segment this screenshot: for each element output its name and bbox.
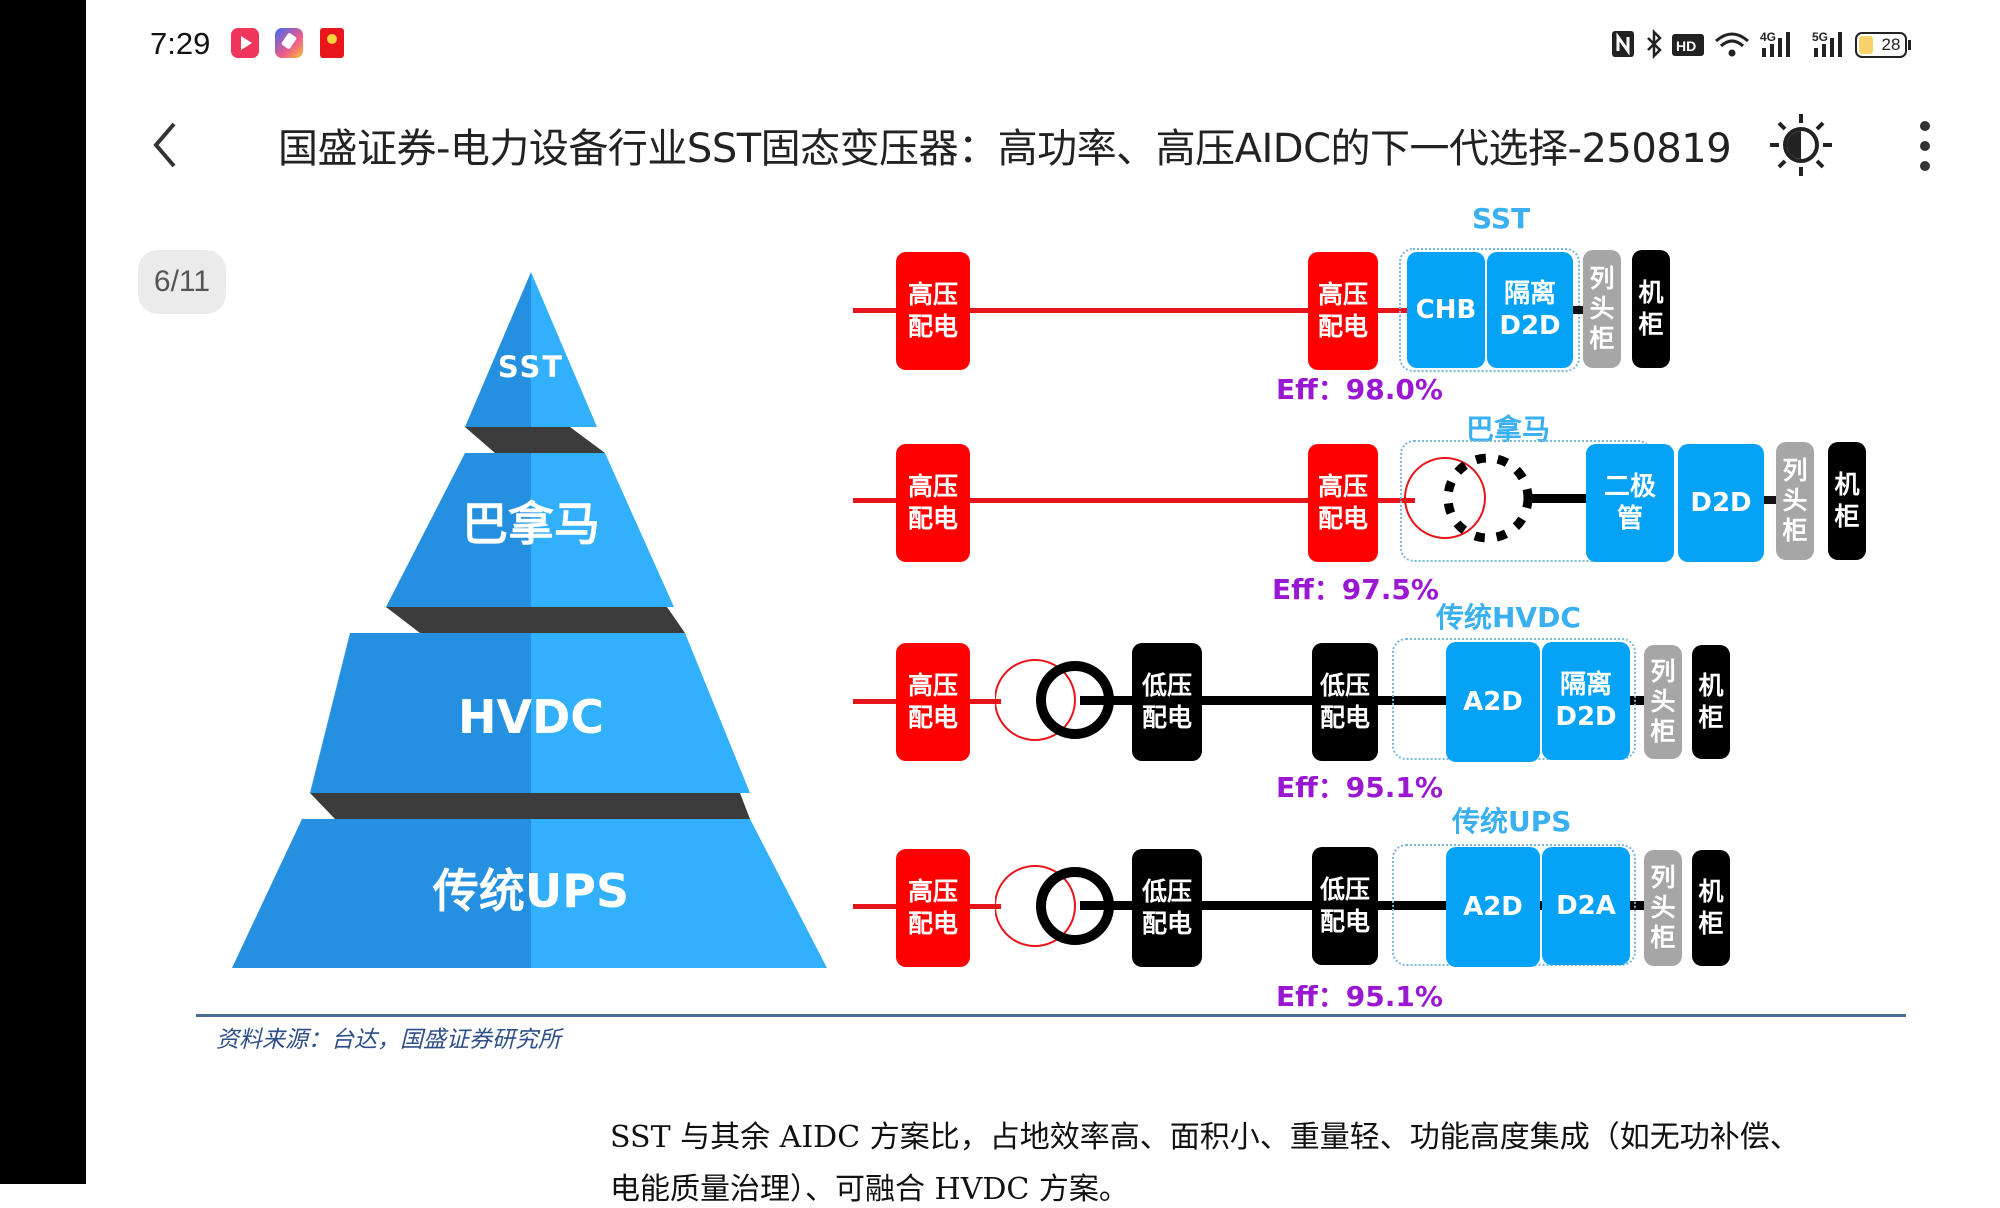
pyramid-label-sst: SST [497,350,565,384]
wifi-icon [1715,32,1749,57]
more-menu-button[interactable] [1910,118,1940,174]
chevron-left-icon [153,122,176,168]
nfc-icon [1612,31,1634,57]
pyramid-label-hvdc: HVDC [457,690,605,744]
body-paragraph-line: SST 与其余 AIDC 方案比，占地效率高、面积小、重量轻、功能高度集成（如无… [610,1120,1800,1155]
paint-app-icon [275,28,303,58]
block-hv-distribution: 高压 配电 [1308,252,1378,370]
connection-line [1080,696,1460,705]
document-title: 国盛证券-电力设备行业SST固态变压器：高功率、高压AIDC的下一代选择-250… [278,126,1732,172]
more-vertical-icon [1920,121,1930,171]
block-isolated-d2d: 隔离 D2D [1487,252,1573,368]
block-d2d: D2D [1678,444,1764,562]
transformer-symbol [995,659,1114,741]
block-hv-distribution: 高压 配电 [896,849,970,967]
efficiency-label: Eff：95.1% [1276,980,1443,1013]
row-title-ups: 传统UPS [1452,805,1572,838]
svg-text:4G: 4G [1760,30,1776,44]
efficiency-label: Eff：97.5% [1272,573,1439,606]
status-indicators: HD 4G 5G [1612,28,1911,60]
connection-line [853,308,1413,313]
block-column-head-cabinet: 列 头 柜 [1644,850,1682,966]
red-packet-app-icon [320,28,344,58]
body-paragraph-line: 电能质量治理）、可融合 HVDC 方案。 [610,1172,1129,1207]
block-column-head-cabinet: 列 头 柜 [1776,442,1814,560]
block-diode: 二极 管 [1586,444,1674,562]
block-hv-distribution: 高压 配电 [896,252,970,370]
pyramid-label-ups: 传统UPS [432,864,630,918]
block-isolated-d2d: 隔离 D2D [1542,642,1630,760]
pyramid-diagram [232,272,827,968]
page-indicator: 6/11 [138,250,226,314]
bluetooth-icon [1647,28,1662,60]
block-rack: 机 柜 [1828,442,1866,560]
connection-line [853,498,1415,503]
block-hv-distribution: 高压 配电 [1308,444,1378,562]
left-black-bar [0,0,86,1184]
block-rack: 机 柜 [1692,850,1730,966]
efficiency-label: Eff：95.1% [1276,771,1443,804]
block-column-head-cabinet: 列 头 柜 [1644,645,1682,759]
brightness-icon [1770,114,1832,176]
status-time: 7:29 [150,26,211,61]
block-a2d: A2D [1446,847,1540,967]
4g-signal-icon: 4G [1760,30,1790,57]
figure-source: 资料来源：台达，国盛证券研究所 [216,1027,561,1053]
back-button[interactable] [146,120,186,170]
transformer-symbol [995,865,1114,947]
block-hv-distribution: 高压 配电 [896,643,970,761]
block-rack: 机 柜 [1632,250,1670,368]
video-app-icon [231,28,259,58]
connection-line [1080,901,1460,910]
block-d2a: D2A [1542,847,1630,965]
5g-signal-icon: 5G [1812,30,1842,57]
pyramid-level-ups [232,819,531,968]
row-title-sst: SST [1472,202,1531,235]
pyramid-gap [386,607,685,633]
pyramid-level-sst [465,272,531,427]
pyramid-gap [310,793,750,819]
block-lv-distribution: 低压 配电 [1132,849,1202,967]
block-lv-distribution: 低压 配电 [1132,643,1202,761]
block-chb: CHB [1407,252,1485,368]
block-lv-distribution: 低压 配电 [1312,847,1378,965]
hd-voice-icon: HD [1672,34,1704,56]
block-column-head-cabinet: 列 头 柜 [1583,250,1621,368]
brightness-button[interactable] [1768,112,1834,178]
connector [1573,306,1583,314]
pyramid-level-panama [386,453,531,607]
pyramid-gap [465,427,605,453]
block-lv-distribution: 低压 配电 [1312,643,1378,761]
pyramid-level-hvdc [310,633,531,793]
connector [1764,496,1776,504]
pyramid-label-panama: 巴拿马 [462,497,600,551]
efficiency-label: Eff：98.0% [1276,373,1443,406]
block-rack: 机 柜 [1692,645,1730,759]
battery-level: 28 [1881,35,1901,54]
transformer-symbol [1404,453,1588,543]
block-a2d: A2D [1446,642,1540,762]
row-title-hvdc: 传统HVDC [1436,601,1581,634]
block-hv-distribution: 高压 配电 [896,444,970,562]
battery-icon [1855,32,1911,58]
svg-text:5G: 5G [1812,30,1828,44]
svg-text:HD: HD [1676,38,1696,54]
figure-divider [196,1014,1906,1017]
